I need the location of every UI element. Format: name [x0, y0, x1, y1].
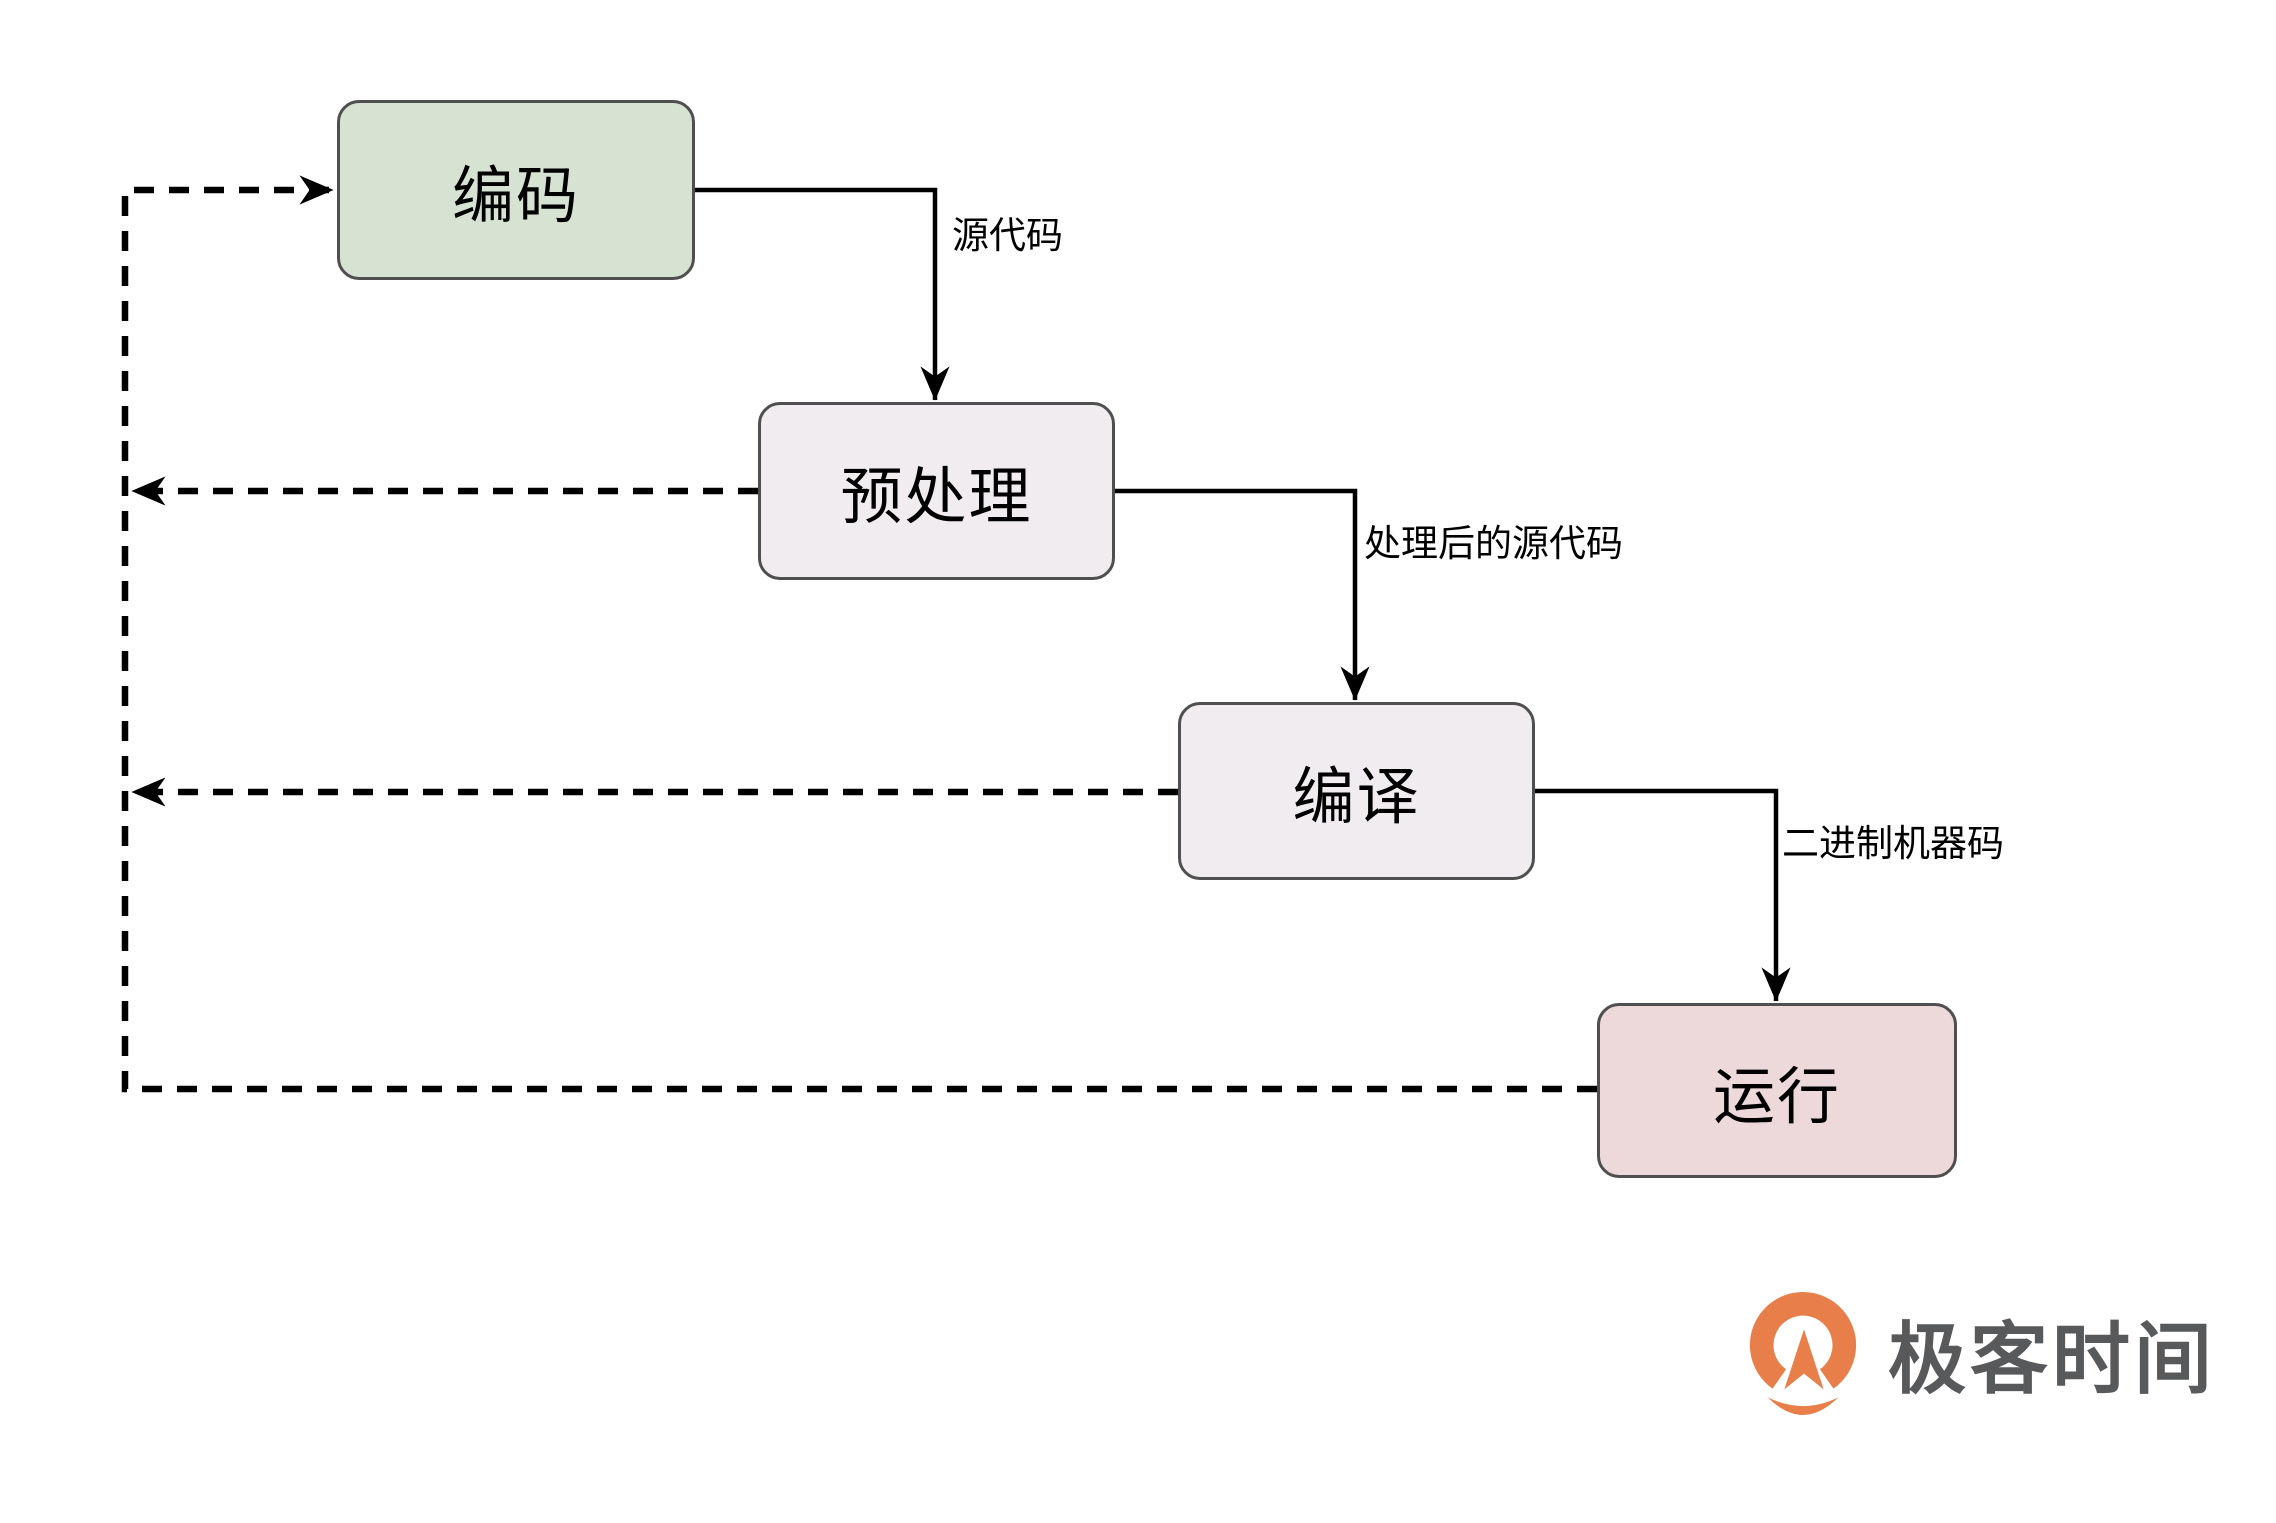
node-preprocess: 预处理	[758, 402, 1115, 580]
node-coding: 编码	[337, 100, 695, 280]
node-run: 运行	[1597, 1003, 1957, 1178]
edge-coding-to-preprocess	[695, 187, 950, 401]
node-coding-label: 编码	[451, 159, 580, 232]
geektime-logo-text: 极客时间	[1888, 1315, 2217, 1405]
edge-label-source-code: 源代码	[952, 214, 1063, 257]
geektime-logo: 极客时间	[1744, 1288, 2216, 1418]
geektime-pin-icon	[1749, 1292, 1857, 1415]
edge-run-feedback-to-coding	[121, 175, 1597, 1093]
node-compile: 编译	[1178, 702, 1535, 880]
edge-preprocess-to-compile	[1115, 488, 1370, 701]
edge-label-binary-machine-code: 二进制机器码	[1782, 822, 2004, 865]
edge-compile-to-run	[1535, 788, 1791, 1002]
edge-label-preprocessed-source: 处理后的源代码	[1364, 522, 1623, 565]
node-compile-label: 编译	[1292, 760, 1421, 833]
node-run-label: 运行	[1712, 1059, 1841, 1133]
node-preprocess-label: 预处理	[840, 460, 1033, 533]
